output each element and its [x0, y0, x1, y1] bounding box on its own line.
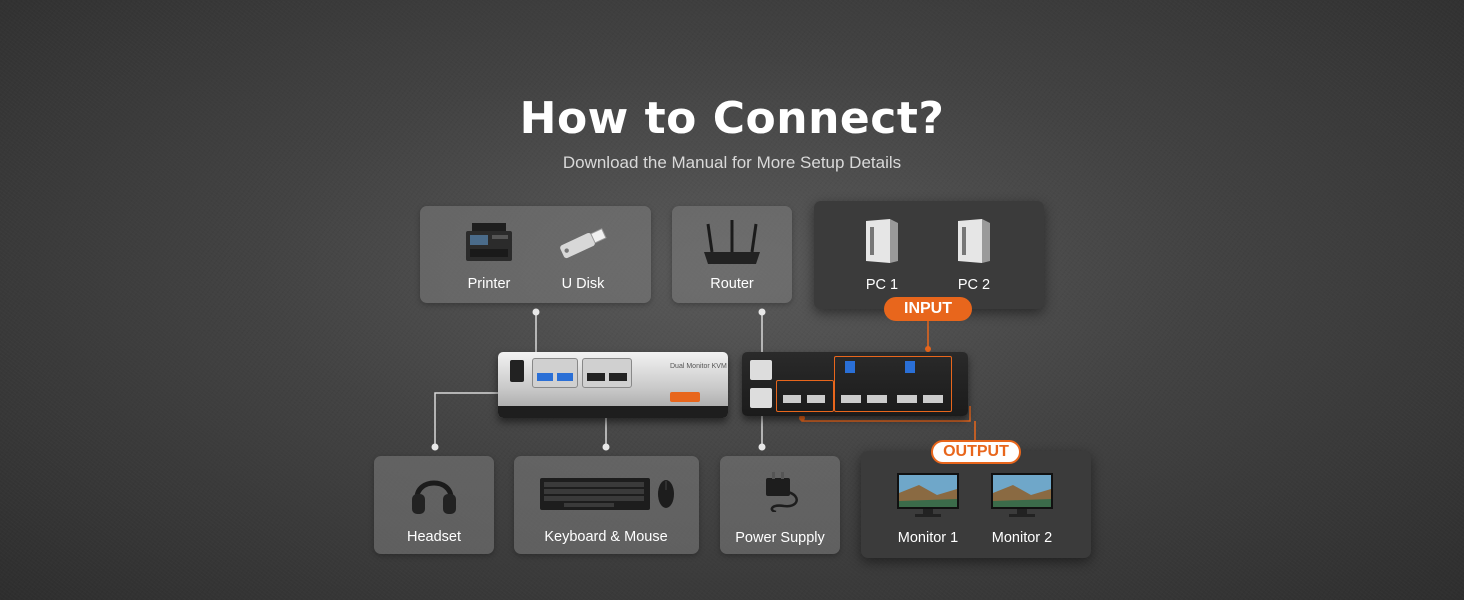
pc-card: PC 1 PC 2: [814, 201, 1044, 309]
usb-b-port: [905, 361, 915, 373]
usb-drive-icon: [560, 228, 607, 259]
router-label: Router: [710, 276, 754, 292]
displayport-out: [783, 395, 801, 403]
usb-port: [587, 373, 605, 381]
power-adapter-icon: [766, 472, 798, 512]
displayport-in: [923, 395, 943, 403]
output-tag: OUTPUT: [931, 440, 1021, 464]
kvm-switch-back: [742, 352, 968, 416]
displayport-in: [867, 395, 887, 403]
usb-port: [537, 373, 553, 381]
dc-power-port: [750, 388, 772, 408]
output-port-group: [776, 380, 834, 412]
peripheral-card-usb: Printer U Disk: [420, 206, 651, 303]
usb-b-port: [845, 361, 855, 373]
router-icon: [704, 220, 760, 264]
router-card: Router: [672, 206, 792, 303]
ethernet-port: [750, 360, 772, 380]
kvm-switch-front: Dual Monitor KVM: [498, 352, 728, 418]
pc2-tower-icon: [958, 219, 990, 263]
headset-label: Headset: [406, 529, 462, 545]
power-supply-label: Power Supply: [735, 530, 825, 546]
keyboard-mouse-icon: [540, 478, 674, 510]
headset-card: Headset: [374, 456, 494, 554]
pc2-label: PC 2: [957, 277, 991, 293]
usb-port-group: [532, 358, 578, 388]
select-button: [670, 392, 700, 402]
keyboard-mouse-card: Keyboard & Mouse: [514, 456, 699, 554]
input-tag: INPUT: [884, 297, 972, 321]
monitor2-label: Monitor 2: [991, 530, 1053, 546]
kvm-model-label: Dual Monitor KVM: [670, 363, 727, 370]
pc1-tower-icon: [866, 219, 898, 263]
pc1-label: PC 1: [865, 277, 899, 293]
monitor1-label: Monitor 1: [897, 530, 959, 546]
page-title: How to Connect?: [519, 93, 945, 144]
audio-jack: [510, 360, 524, 382]
udisk-label: U Disk: [561, 276, 605, 292]
printer-icon: [466, 223, 512, 261]
usb-port: [557, 373, 573, 381]
displayport-out: [807, 395, 825, 403]
keyboard-mouse-label: Keyboard & Mouse: [544, 529, 668, 545]
page-subtitle: Download the Manual for More Setup Detai…: [562, 153, 902, 172]
kvm-base: [498, 406, 728, 418]
input-port-group: [834, 356, 952, 412]
displayport-in: [897, 395, 917, 403]
monitor2-icon: [991, 473, 1053, 517]
displayport-in: [841, 395, 861, 403]
monitor1-icon: [897, 473, 959, 517]
usb-port-group-2: [582, 358, 632, 388]
headset-icon: [412, 480, 456, 514]
power-supply-card: Power Supply: [720, 456, 840, 554]
printer-label: Printer: [467, 276, 511, 292]
usb-port: [609, 373, 627, 381]
monitor-card: Monitor 1 Monitor 2: [861, 451, 1091, 558]
